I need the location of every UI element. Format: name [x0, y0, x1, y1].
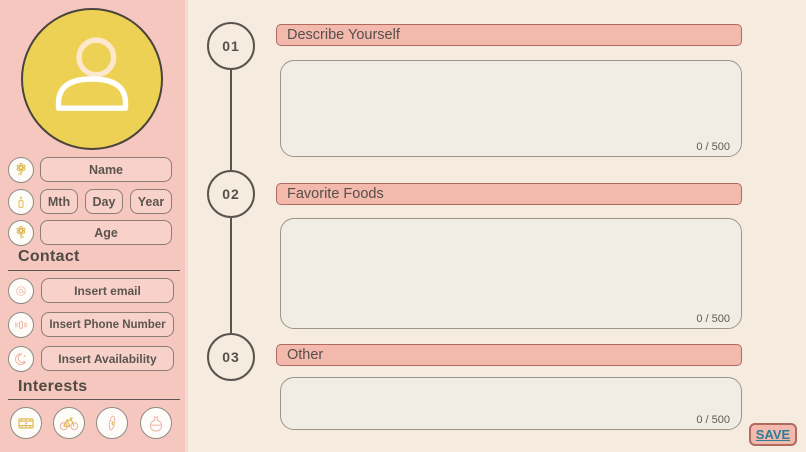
- day-field[interactable]: Day: [85, 189, 123, 214]
- phone-icon: [8, 312, 34, 338]
- availability-row: Insert Availability: [0, 346, 188, 372]
- other-textarea[interactable]: 0 / 500: [280, 377, 742, 430]
- describe-yourself-header: Describe Yourself: [276, 24, 742, 46]
- timeline-connector: [230, 70, 232, 170]
- mail-icon: [8, 278, 34, 304]
- contact-heading: Contact: [18, 248, 80, 265]
- interest-science-button[interactable]: [140, 407, 172, 439]
- moon-icon: [8, 346, 34, 372]
- candle-icon: [8, 189, 34, 215]
- interests-divider: [8, 399, 180, 400]
- interest-surfing-button[interactable]: [96, 407, 128, 439]
- other-header: Other: [276, 344, 742, 366]
- film-icon: [16, 413, 36, 433]
- char-counter: 0 / 500: [696, 414, 730, 426]
- year-field[interactable]: Year: [130, 189, 172, 214]
- email-row: Insert email: [0, 278, 188, 304]
- surfboard-icon: [102, 413, 122, 433]
- month-field[interactable]: Mth: [40, 189, 78, 214]
- email-field[interactable]: Insert email: [41, 278, 174, 303]
- age-field[interactable]: Age: [40, 220, 172, 245]
- birthday-row: Mth Day Year: [0, 189, 188, 215]
- favorite-foods-textarea[interactable]: 0 / 500: [280, 218, 742, 329]
- interest-film-button[interactable]: [10, 407, 42, 439]
- name-field[interactable]: Name: [40, 157, 172, 182]
- phone-field[interactable]: Insert Phone Number: [41, 312, 174, 337]
- name-row: Name: [0, 157, 188, 183]
- timeline-connector: [230, 218, 232, 333]
- step-1-indicator: 01: [207, 22, 255, 70]
- flower-icon: [8, 157, 34, 183]
- interest-cycling-button[interactable]: [53, 407, 85, 439]
- char-counter: 0 / 500: [696, 313, 730, 325]
- flask-icon: [146, 413, 166, 433]
- favorite-foods-header: Favorite Foods: [276, 183, 742, 205]
- phone-row: Insert Phone Number: [0, 312, 188, 338]
- describe-yourself-textarea[interactable]: 0 / 500: [280, 60, 742, 157]
- step-2-indicator: 02: [207, 170, 255, 218]
- contact-divider: [8, 270, 180, 271]
- availability-field[interactable]: Insert Availability: [41, 346, 174, 371]
- flower-icon: [8, 220, 34, 246]
- bicycle-icon: [58, 412, 80, 434]
- char-counter: 0 / 500: [696, 141, 730, 153]
- sidebar: Name Mth Day Year: [0, 0, 188, 452]
- avatar[interactable]: [21, 8, 163, 150]
- interests-heading: Interests: [18, 378, 88, 395]
- age-row: Age: [0, 220, 188, 246]
- save-button[interactable]: SAVE: [749, 423, 797, 446]
- step-3-indicator: 03: [207, 333, 255, 381]
- person-icon: [38, 25, 146, 133]
